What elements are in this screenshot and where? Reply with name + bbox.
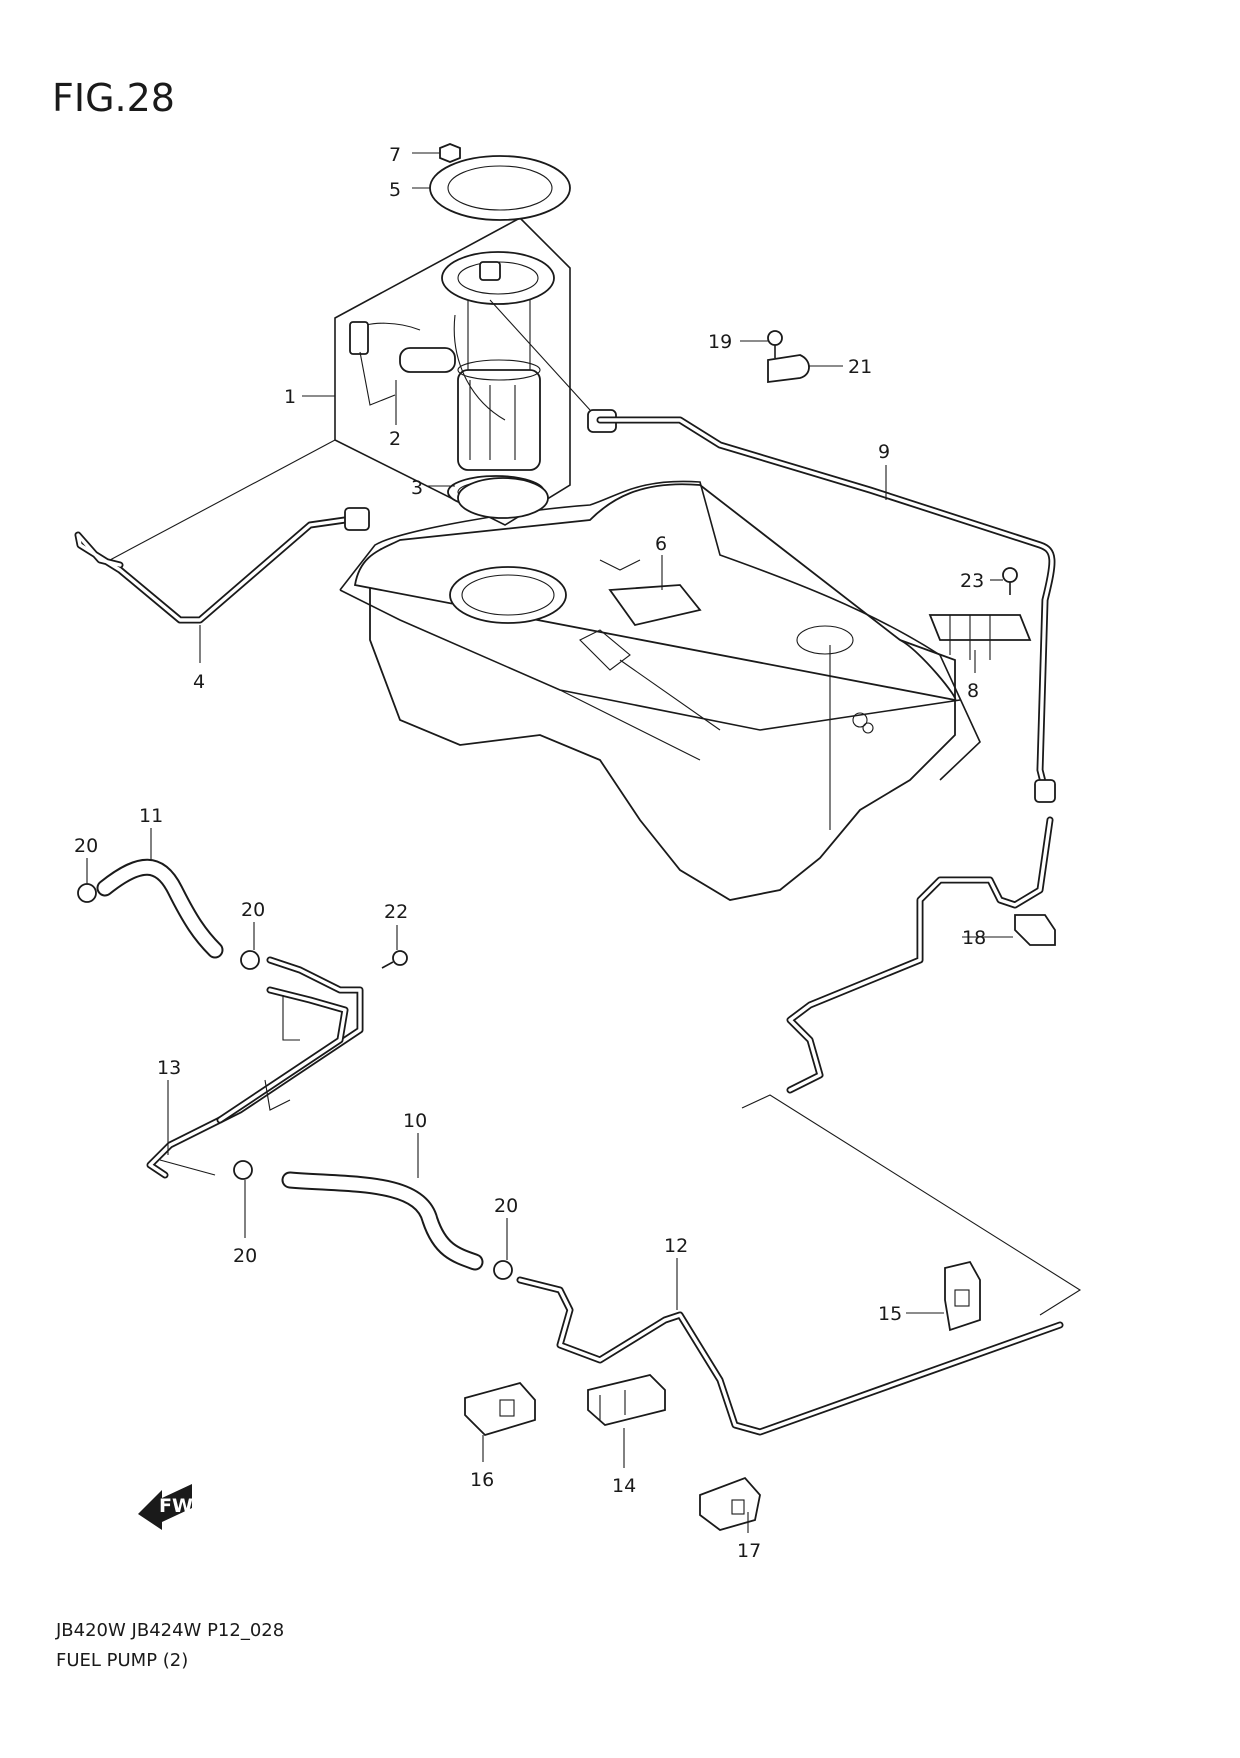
callout-8: 8	[967, 680, 979, 702]
breather-pipe-4	[74, 507, 370, 624]
callout-numbers: 7 5 1 2 3 4 6 8 9 19 21 23 18 11 20 20 2…	[74, 144, 986, 1562]
pipe-clip-14	[587, 1374, 666, 1426]
bolt-22	[381, 950, 408, 969]
callout-15: 15	[878, 1303, 902, 1325]
callout-3: 3	[411, 477, 423, 499]
callout-19: 19	[708, 331, 732, 353]
pipe-clamp-21	[767, 354, 810, 384]
callout-leaders	[86, 152, 1013, 1533]
nut	[439, 143, 461, 163]
pump-gasket	[457, 477, 549, 519]
callout-1: 1	[284, 386, 296, 408]
forward-direction-arrow: FWD	[138, 1484, 209, 1530]
protector-bracket	[928, 614, 1032, 660]
callout-20: 20	[74, 835, 98, 857]
bolt-23	[1002, 567, 1018, 595]
pipe-clip-17	[699, 1476, 761, 1531]
callout-17: 17	[737, 1540, 761, 1562]
pipe-clip-18	[1014, 914, 1056, 946]
callout-20: 20	[233, 1245, 257, 1267]
fuel-pipe-12	[516, 816, 1082, 1436]
retaining-ring	[429, 155, 571, 221]
pipe-clip-15	[944, 1260, 981, 1332]
hose-10	[281, 1171, 484, 1271]
callout-4: 4	[193, 671, 205, 693]
fuel-feed-hose-9	[596, 416, 1056, 803]
bolt-19	[767, 330, 783, 358]
hose-clamp	[77, 883, 513, 1280]
callout-12: 12	[664, 1235, 688, 1257]
callout-20: 20	[494, 1195, 518, 1217]
callout-16: 16	[470, 1469, 494, 1491]
callout-20: 20	[241, 899, 265, 921]
callout-7: 7	[389, 144, 401, 166]
diagram-code: JB420W JB424W P12_028	[56, 1620, 285, 1641]
callout-14: 14	[612, 1475, 636, 1497]
callout-18: 18	[962, 927, 986, 949]
callout-10: 10	[403, 1110, 427, 1132]
callout-13: 13	[157, 1057, 181, 1079]
callout-21: 21	[848, 356, 872, 378]
fwd-label: FWD	[159, 1495, 209, 1517]
callout-5: 5	[389, 179, 401, 201]
callout-11: 11	[139, 805, 163, 827]
callout-6: 6	[655, 533, 667, 555]
callout-9: 9	[878, 441, 890, 463]
hose-11	[96, 858, 224, 959]
diagram-name: FUEL PUMP (2)	[56, 1650, 189, 1671]
pipe-clip-16	[464, 1381, 536, 1437]
callout-23: 23	[960, 570, 984, 592]
callout-2: 2	[389, 428, 401, 450]
callout-22: 22	[384, 901, 408, 923]
fuel-pump-module	[334, 217, 617, 526]
figure-title: FIG.28	[52, 76, 175, 120]
filler-pipe-assembly	[146, 956, 364, 1179]
fuel-level-sender	[599, 559, 702, 627]
